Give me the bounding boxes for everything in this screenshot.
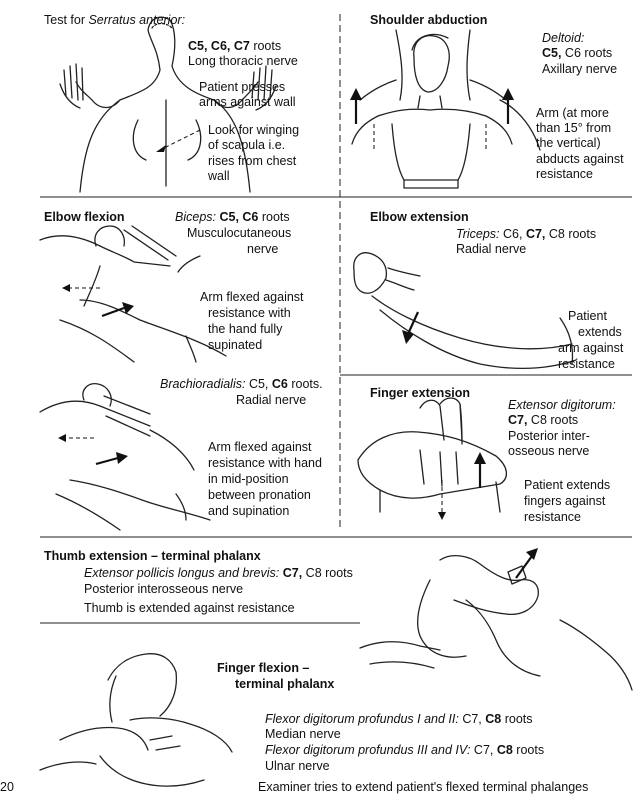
- thumb-extension-illustration: [359, 554, 633, 691]
- thumb-extension-nerve: Posterior interosseous nerve: [84, 582, 244, 596]
- elbow-flexion-heading: Elbow flexion: [44, 210, 125, 224]
- finger-extension-nerve-1: Posterior inter-: [508, 429, 590, 443]
- shoulder-instruction-5: resistance: [536, 167, 593, 181]
- finger-flexion-nerve-2: Ulnar nerve: [265, 759, 330, 773]
- elbow-extension-instruction-3: arm against: [558, 341, 624, 355]
- serratus-back-illustration: [59, 16, 277, 193]
- finger-extension-nerve-2: osseous nerve: [508, 444, 590, 458]
- serratus-instruction-1: Patient presses: [199, 80, 286, 94]
- serratus-roots: C5, C6, C7 roots: [188, 39, 282, 53]
- serratus-look-2: of scapula i.e.: [208, 138, 286, 152]
- finger-flexion-heading-1: Finger flexion –: [217, 661, 310, 675]
- elbow-extension-instruction-2: extends: [578, 325, 622, 339]
- finger-extension-muscle: Extensor digitorum:: [508, 398, 616, 412]
- shoulder-nerve: Axillary nerve: [542, 62, 618, 76]
- brachioradialis-illustration: [39, 383, 211, 531]
- elbow-extension-illustration: [353, 252, 577, 370]
- elbow-extension-nerve: Radial nerve: [456, 242, 527, 256]
- elbow-extension-roots: Triceps: C6, C7, C8 roots: [456, 227, 597, 241]
- brachioradialis-instruction-1: Arm flexed against: [208, 440, 312, 454]
- thumb-extension-heading: Thumb extension – terminal phalanx: [44, 549, 261, 563]
- shoulder-instruction-3: the vertical): [536, 136, 601, 150]
- serratus-nerve: Long thoracic nerve: [188, 54, 298, 68]
- shoulder-instruction-4: abducts against: [536, 152, 624, 166]
- finger-flexion-roots-1: Flexor digitorum profundus I and II: C7,…: [265, 712, 533, 726]
- finger-extension-instruction-3: resistance: [524, 510, 581, 524]
- page-number: 20: [0, 780, 14, 794]
- serratus-instruction-2: arms against wall: [199, 95, 296, 109]
- elbow-flexion-roots: Biceps: C5, C6 roots: [175, 210, 290, 224]
- shoulder-heading: Shoulder abduction: [370, 13, 488, 27]
- finger-extension-instruction-2: fingers against: [524, 494, 606, 508]
- elbow-flexion-nerve-2: nerve: [247, 242, 279, 256]
- brachioradialis-nerve: Radial nerve: [236, 393, 307, 407]
- finger-extension-illustration: [357, 397, 507, 513]
- thumb-extension-roots: Extensor pollicis longus and brevis: C7,…: [84, 566, 353, 580]
- shoulder-muscle: Deltoid:: [542, 31, 585, 45]
- finger-flexion-instruction: Examiner tries to extend patient's flexe…: [258, 780, 589, 794]
- elbow-flexion-nerve-1: Musculocutaneous: [187, 226, 292, 240]
- elbow-extension-heading: Elbow extension: [370, 210, 469, 224]
- serratus-look-4: wall: [208, 169, 230, 183]
- serratus-heading: Test for Serratus anterior:: [44, 13, 186, 27]
- brachioradialis-instruction-2: resistance with hand: [208, 456, 322, 470]
- serratus-look-3: rises from chest: [208, 154, 297, 168]
- finger-flexion-illustration: [39, 653, 233, 787]
- shoulder-abduction-illustration: [351, 29, 541, 189]
- elbow-extension-instruction-1: Patient: [568, 309, 607, 323]
- elbow-flexion-illustration: [39, 225, 227, 363]
- elbow-flexion-instruction-2: resistance with: [208, 306, 291, 320]
- brachioradialis-instruction-5: and supination: [208, 504, 290, 518]
- brachioradialis-roots: Brachioradialis: C5, C6 roots.: [160, 377, 323, 391]
- finger-extension-roots: C7, C8 roots: [508, 413, 579, 427]
- finger-flexion-roots-2: Flexor digitorum profundus III and IV: C…: [265, 743, 545, 757]
- elbow-flexion-instruction-1: Arm flexed against: [200, 290, 304, 304]
- elbow-flexion-instruction-3: the hand fully: [208, 322, 283, 336]
- finger-extension-heading: Finger extension: [370, 386, 471, 400]
- finger-extension-instruction-1: Patient extends: [524, 478, 611, 492]
- brachioradialis-instruction-3: in mid-position: [208, 472, 289, 486]
- shoulder-roots: C5, C6 roots: [542, 46, 613, 60]
- finger-flexion-heading-2: terminal phalanx: [235, 677, 335, 691]
- finger-flexion-nerve-1: Median nerve: [265, 727, 341, 741]
- thumb-extension-instruction: Thumb is extended against resistance: [84, 601, 295, 615]
- shoulder-instruction-1: Arm (at more: [536, 106, 609, 120]
- serratus-look-1: Look for winging: [208, 123, 300, 137]
- shoulder-instruction-2: than 15° from: [536, 121, 612, 135]
- brachioradialis-instruction-4: between pronation: [208, 488, 311, 502]
- elbow-flexion-instruction-4: supinated: [208, 338, 263, 352]
- elbow-extension-instruction-4: resistance: [558, 357, 615, 371]
